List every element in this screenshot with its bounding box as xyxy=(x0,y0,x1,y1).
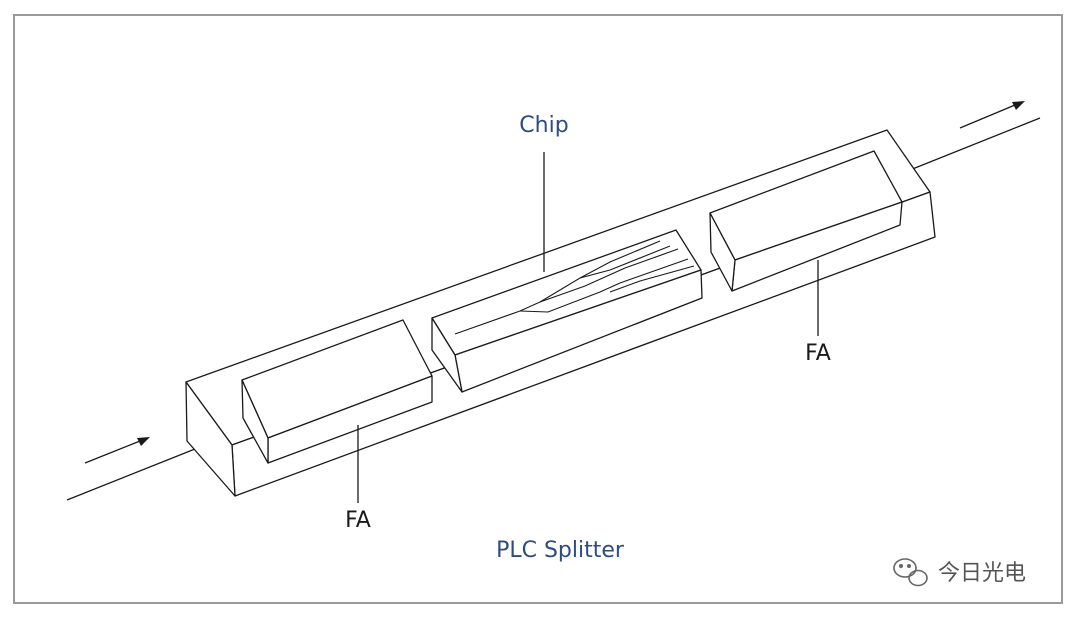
output-fiber xyxy=(904,117,1041,173)
fa-block-left xyxy=(241,319,433,464)
chip-label: Chip xyxy=(519,113,568,138)
input-fiber xyxy=(66,444,206,501)
fa-block-right xyxy=(709,150,903,292)
chip-waveguides xyxy=(454,240,695,335)
wechat-icon xyxy=(893,558,928,587)
fa-right-label: FA xyxy=(805,341,831,366)
output-arrow xyxy=(959,101,1025,129)
fa-left-label: FA xyxy=(345,508,371,533)
input-arrow xyxy=(84,437,150,464)
caption: PLC Splitter xyxy=(496,538,625,563)
watermark-text: 今日光电 xyxy=(938,561,1026,586)
